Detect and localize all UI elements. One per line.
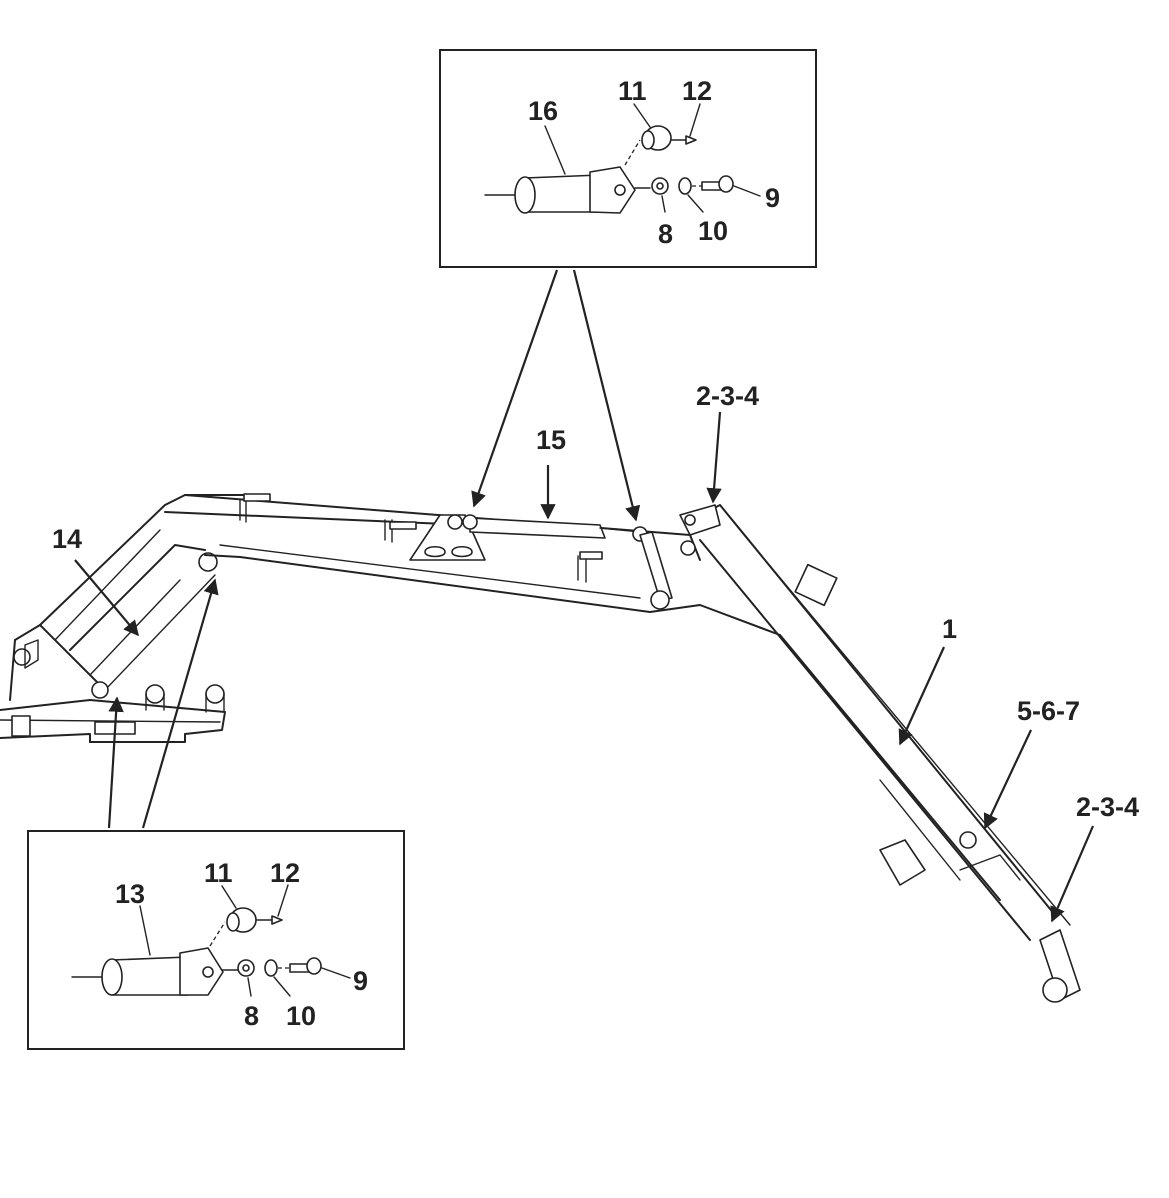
detail-bottom-label-12: 12 xyxy=(270,858,300,888)
bolt-9-top xyxy=(692,175,734,193)
detail-box-bottom: 13 11 12 8 10 9 xyxy=(27,830,405,1050)
detail-box-top: 16 11 12 8 10 9 xyxy=(439,49,817,268)
detail-bottom-label-13: 13 xyxy=(115,879,145,909)
bolt-9-bottom xyxy=(278,957,322,975)
detail-bottom-label-9: 9 xyxy=(353,966,368,996)
detail-top-label-11: 11 xyxy=(618,76,647,106)
callout-2-3-4-lower: 2-3-4 xyxy=(1076,792,1139,822)
nut-8-top xyxy=(634,177,669,195)
washer-10-top xyxy=(678,177,692,195)
grease-fitting-12-top xyxy=(671,135,697,145)
callout-14: 14 xyxy=(52,524,82,554)
detail-top-label-10: 10 xyxy=(698,216,728,246)
detail-top-label-12: 12 xyxy=(682,76,712,106)
grease-fitting-12-bottom xyxy=(256,915,283,925)
detail-bottom-label-10: 10 xyxy=(286,1001,316,1031)
bushing-11-top xyxy=(641,125,672,151)
detail-top-label-8: 8 xyxy=(658,219,673,249)
callout-arrows xyxy=(74,269,1095,923)
boom-cylinder-15 xyxy=(409,514,696,610)
base-frame xyxy=(0,684,226,743)
detail-top-label-9: 9 xyxy=(765,183,780,213)
telescopic-boom xyxy=(679,504,1081,1003)
detail-bottom-label-8: 8 xyxy=(244,1001,259,1031)
callout-15: 15 xyxy=(536,425,566,455)
callout-2-3-4-upper: 2-3-4 xyxy=(696,381,759,411)
detail-bottom-label-11: 11 xyxy=(204,858,233,888)
detail-frame-top xyxy=(439,49,817,268)
callout-1: 1 xyxy=(942,614,957,644)
cylinder-pin-16 xyxy=(484,166,636,214)
bushing-11-bottom xyxy=(226,907,257,933)
washer-10-bottom xyxy=(264,959,278,977)
lower-boom xyxy=(9,494,261,701)
detail-frame-bottom xyxy=(27,830,405,1050)
callout-5-6-7: 5-6-7 xyxy=(1017,696,1080,726)
nut-8-bottom xyxy=(221,959,255,977)
detail-top-label-16: 16 xyxy=(528,96,558,126)
cylinder-pin-13 xyxy=(71,947,224,996)
